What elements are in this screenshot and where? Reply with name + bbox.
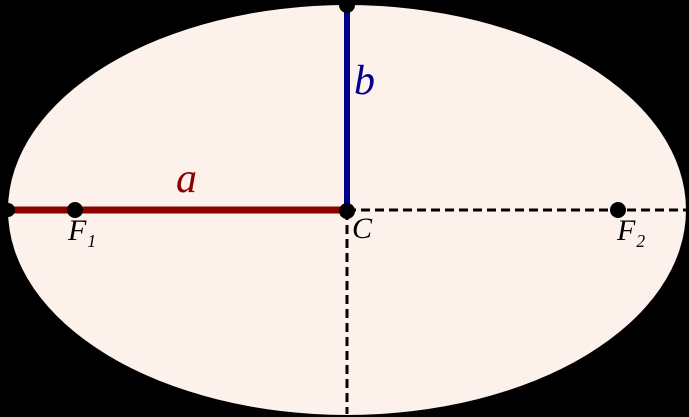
label-focus-2: F2 (617, 216, 645, 250)
label-focus-1: F1 (68, 216, 96, 250)
label-center-c: C (352, 212, 373, 245)
label-semi-minor-axis-b: b (354, 58, 375, 104)
left-vertex-point (1, 203, 15, 217)
focus-1-point (67, 202, 83, 218)
label-focus-2-base: F (617, 214, 636, 247)
center-point (339, 203, 355, 219)
label-focus-1-subscript: 1 (87, 231, 97, 251)
label-semi-major-axis-a: a (176, 156, 197, 202)
label-focus-1-base: F (68, 214, 87, 247)
focus-2-point (610, 202, 626, 218)
label-focus-2-subscript: 2 (636, 231, 646, 251)
top-vertex-point (339, 0, 355, 13)
